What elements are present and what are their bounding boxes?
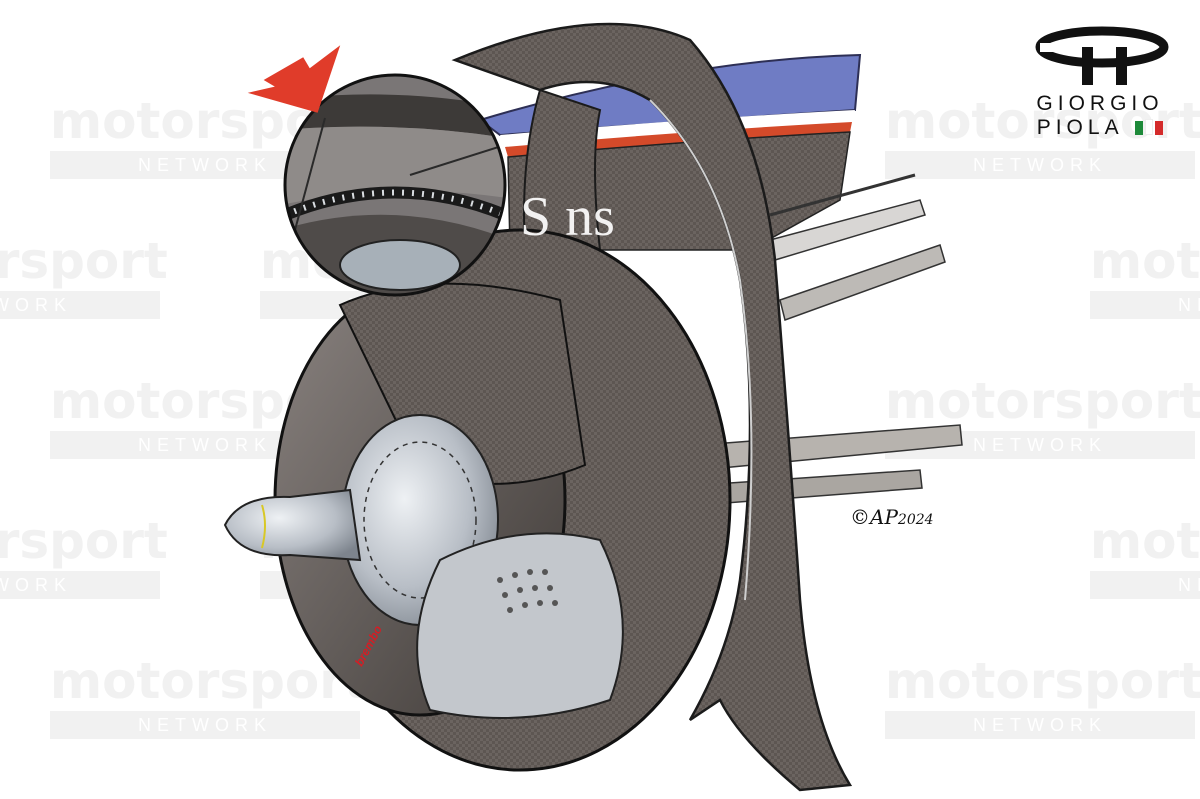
flag-white <box>1145 119 1154 135</box>
gp-logo-icon <box>1035 26 1169 85</box>
logo-line-2: PIOLA <box>1015 116 1185 140</box>
logo-line-1: GIORGIO <box>1036 92 1164 115</box>
giorgio-piola-logo: GIORGIO PIOLA <box>1015 25 1185 140</box>
livery-text: S ns <box>520 186 615 248</box>
flag-red <box>1155 121 1164 135</box>
inset-border <box>283 73 507 297</box>
artist-signature: ©AP2024 <box>850 505 934 529</box>
carbon-deflector <box>451 22 853 792</box>
flag-green <box>1135 121 1144 135</box>
arrow-icon <box>247 45 341 113</box>
brake-drum <box>223 228 732 772</box>
